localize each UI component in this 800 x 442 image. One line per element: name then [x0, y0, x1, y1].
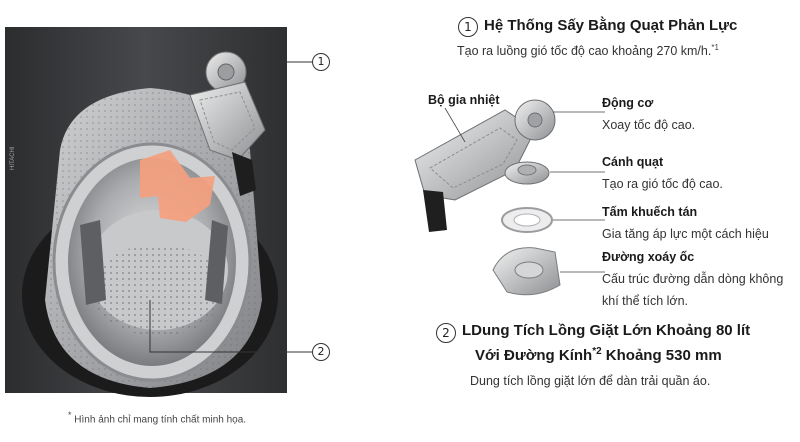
- exploded-parts-drawing: [414, 99, 605, 296]
- footnote: * Hình ảnh chỉ mang tính chất minh họa.: [68, 410, 246, 425]
- callout-2: 2: [312, 343, 330, 361]
- footnote-mark: *: [68, 410, 72, 420]
- leader-line-2: [149, 300, 312, 353]
- section1-desc-text: Tạo ra luồng gió tốc độ cao khoảng 270 k…: [457, 44, 712, 59]
- part-fan-desc: Tạo ra gió tốc độ cao.: [602, 177, 723, 191]
- diffuser-part: [501, 207, 553, 233]
- section2-title-line1: LDung Tích Lồng Giặt Lớn Khoảng 80 lít: [462, 322, 751, 339]
- jet-fan-dryer-unit: [189, 51, 266, 196]
- section1-title: Hệ Thống Sấy Bằng Quạt Phản Lực: [484, 17, 738, 34]
- fan-part: [504, 161, 550, 185]
- section1-description: Tạo ra luồng gió tốc độ cao khoảng 270 k…: [457, 43, 719, 58]
- washer-illustration: HITACHI 1 2: [0, 0, 350, 442]
- part-scroll-desc-1: Cấu trúc đường dẫn dòng không: [602, 272, 784, 286]
- section1-note-mark: *1: [711, 43, 719, 52]
- section1-number: 1: [458, 17, 478, 37]
- part-heater-title: Bộ gia nhiệt: [428, 93, 500, 107]
- section2-note-mark: *2: [592, 346, 602, 357]
- motor-part: [514, 99, 556, 141]
- part-diffuser-desc: Gia tăng áp lực một cách hiệu: [602, 227, 769, 241]
- drum-lifter: [205, 220, 228, 304]
- callout-1: 1: [312, 53, 330, 71]
- washer-drawing: HITACHI: [5, 27, 312, 397]
- drum-lifter: [80, 220, 106, 305]
- part-fan-title: Cánh quạt: [602, 155, 664, 169]
- airflow-arrow: [140, 150, 215, 222]
- brand-label: HITACHI: [10, 146, 16, 170]
- part-diffuser-title: Tấm khuếch tán: [602, 205, 698, 219]
- footnote-text: Hình ảnh chỉ mang tính chất minh họa.: [74, 414, 247, 426]
- section2-number: 2: [436, 323, 456, 343]
- scroll-casing-part: [492, 247, 561, 296]
- part-motor-desc: Xoay tốc độ cao.: [602, 118, 696, 132]
- section2-title-part-b: Khoảng 530 mm: [601, 347, 722, 364]
- section2-description: Dung tích lồng giặt lớn để dàn trải quần…: [470, 374, 711, 388]
- part-motor-title: Động cơ: [602, 96, 654, 110]
- heater-part: [414, 109, 536, 232]
- section2-title-part-a: Với Đường Kính: [475, 347, 593, 364]
- section2-title-line2: Với Đường Kính*2 Khoảng 530 mm: [475, 346, 722, 364]
- part-scroll-title: Đường xoáy ốc: [602, 250, 695, 264]
- part-scroll-desc-2: khí thể tích lớn.: [602, 294, 689, 308]
